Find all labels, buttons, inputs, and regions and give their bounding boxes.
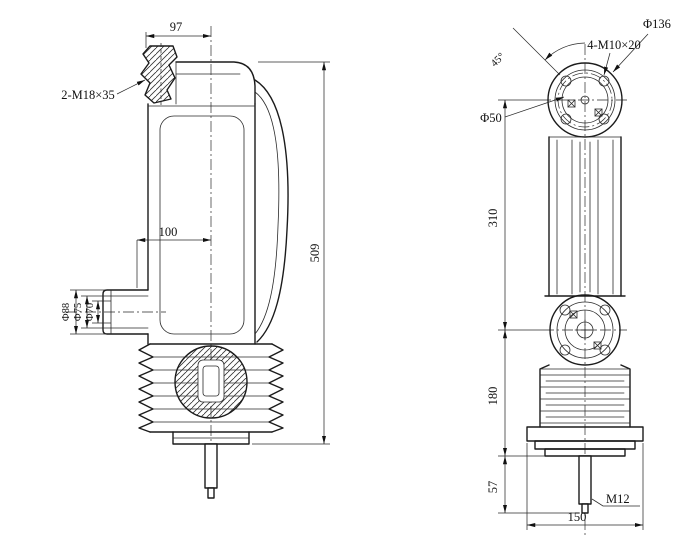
front-rod-tip — [581, 503, 589, 514]
dim-509: 509 — [308, 244, 322, 263]
operating-rod — [204, 443, 218, 489]
dim-45deg: 45° — [489, 51, 507, 69]
label-4-m10x20: 4-M10×20 — [587, 38, 641, 52]
dim-45-radial-line — [512, 27, 561, 76]
pole-arm-outer — [254, 79, 289, 343]
terminal-diameter-dims — [70, 289, 111, 335]
front-rod — [578, 455, 592, 505]
top-keyway-marks — [567, 99, 603, 117]
lower-flange-circle — [549, 294, 621, 366]
dim-45-arc — [544, 42, 586, 61]
body-inner-contour — [159, 115, 245, 335]
label-m12: M12 — [606, 492, 630, 506]
upper-terminal-clamp — [140, 45, 178, 104]
dim-phi75: Φ75 — [73, 303, 84, 321]
dim-57: 57 — [486, 481, 500, 494]
front-view: 45° Φ136 4-M10×20 Φ50 — [480, 17, 671, 536]
dim-phi50: Φ50 — [480, 111, 502, 125]
front-base — [526, 426, 644, 514]
dim-phi50-leader — [504, 96, 565, 118]
side-view: 97 2-M18×35 100 509 Φ88 Φ75 Φ70 — [61, 20, 330, 500]
dim-phi88: Φ88 — [61, 303, 72, 321]
label-2-m18x35-leader — [116, 79, 146, 95]
interrupter-core — [202, 365, 220, 397]
dim-phi136: Φ136 — [643, 17, 671, 31]
label-m12-leader — [591, 498, 640, 507]
bellows-right-profile — [268, 343, 284, 433]
label-4-m10x20-leader — [603, 52, 611, 76]
rod-tip — [207, 487, 215, 499]
label-2-m18x35: 2-M18×35 — [61, 88, 115, 102]
dim-97: 97 — [170, 20, 183, 34]
dim-100: 100 — [159, 225, 178, 239]
lower-keyway-marks — [569, 310, 602, 350]
bellows-left-profile — [138, 343, 154, 433]
interrupter-window — [197, 359, 225, 403]
front-body — [544, 136, 626, 297]
dim-150: 150 — [568, 510, 587, 524]
dim-310: 310 — [486, 209, 500, 228]
top-cap — [175, 61, 256, 105]
dim-180: 180 — [486, 387, 500, 406]
pole-arm-inner — [254, 91, 280, 335]
dim-phi70: Φ70 — [85, 303, 96, 321]
dim-phi136-leader — [612, 33, 649, 73]
front-skirt — [539, 364, 631, 428]
